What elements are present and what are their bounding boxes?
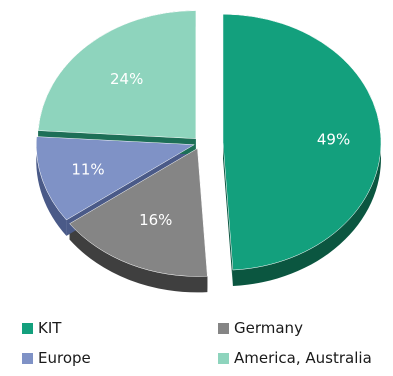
slice-label-america-australia: 24%	[110, 70, 143, 88]
slice-label-europe: 11%	[71, 161, 104, 179]
legend-label-europe: Europe	[38, 349, 91, 367]
legend-label-america-australia: America, Australia	[234, 349, 372, 367]
legend-swatch-kit	[22, 322, 33, 334]
pie-slice-germany	[69, 148, 208, 277]
legend-label-kit: KIT	[38, 319, 62, 337]
slice-label-kit: 49%	[317, 130, 350, 148]
legend-label-germany: Germany	[234, 319, 303, 337]
pie-slice-america-australia	[37, 10, 197, 139]
legend-swatch-europe	[22, 352, 33, 364]
pie-chart: 49% 16% 11% 24%	[35, 10, 382, 293]
legend-swatch-america-australia	[218, 352, 229, 364]
legend-swatch-germany	[218, 322, 229, 334]
legend-item-germany: Germany	[218, 319, 303, 337]
legend-item-kit: KIT	[22, 319, 61, 337]
legend-item-europe: Europe	[22, 349, 91, 367]
pie-slice-side-germany	[69, 223, 208, 293]
legend-item-america-australia: America, Australia	[218, 349, 372, 367]
slice-label-germany: 16%	[139, 211, 172, 229]
pie-slice-kit	[222, 14, 382, 271]
pie-slice-wall-kit-1	[222, 142, 233, 287]
pie-slice-europe	[35, 136, 196, 221]
